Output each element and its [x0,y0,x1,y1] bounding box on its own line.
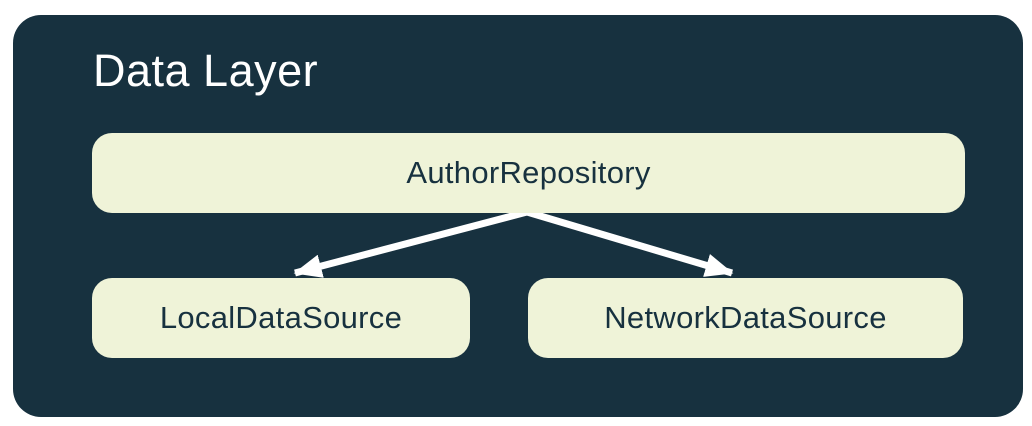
data-layer-container: Data Layer AuthorRepository LocalDataSou… [13,15,1023,417]
node-local-data-source: LocalDataSource [92,278,470,358]
node-author-repository-label: AuthorRepository [406,155,651,190]
node-local-data-source-label: LocalDataSource [159,300,403,335]
diagram-title: Data Layer [93,45,319,96]
node-network-data-source: NetworkDataSource [528,278,963,358]
arrow-repository-to-network [526,208,734,277]
node-network-data-source-label: NetworkDataSource [604,300,887,335]
node-author-repository: AuthorRepository [92,133,965,213]
arrow-repository-to-local [293,208,528,278]
